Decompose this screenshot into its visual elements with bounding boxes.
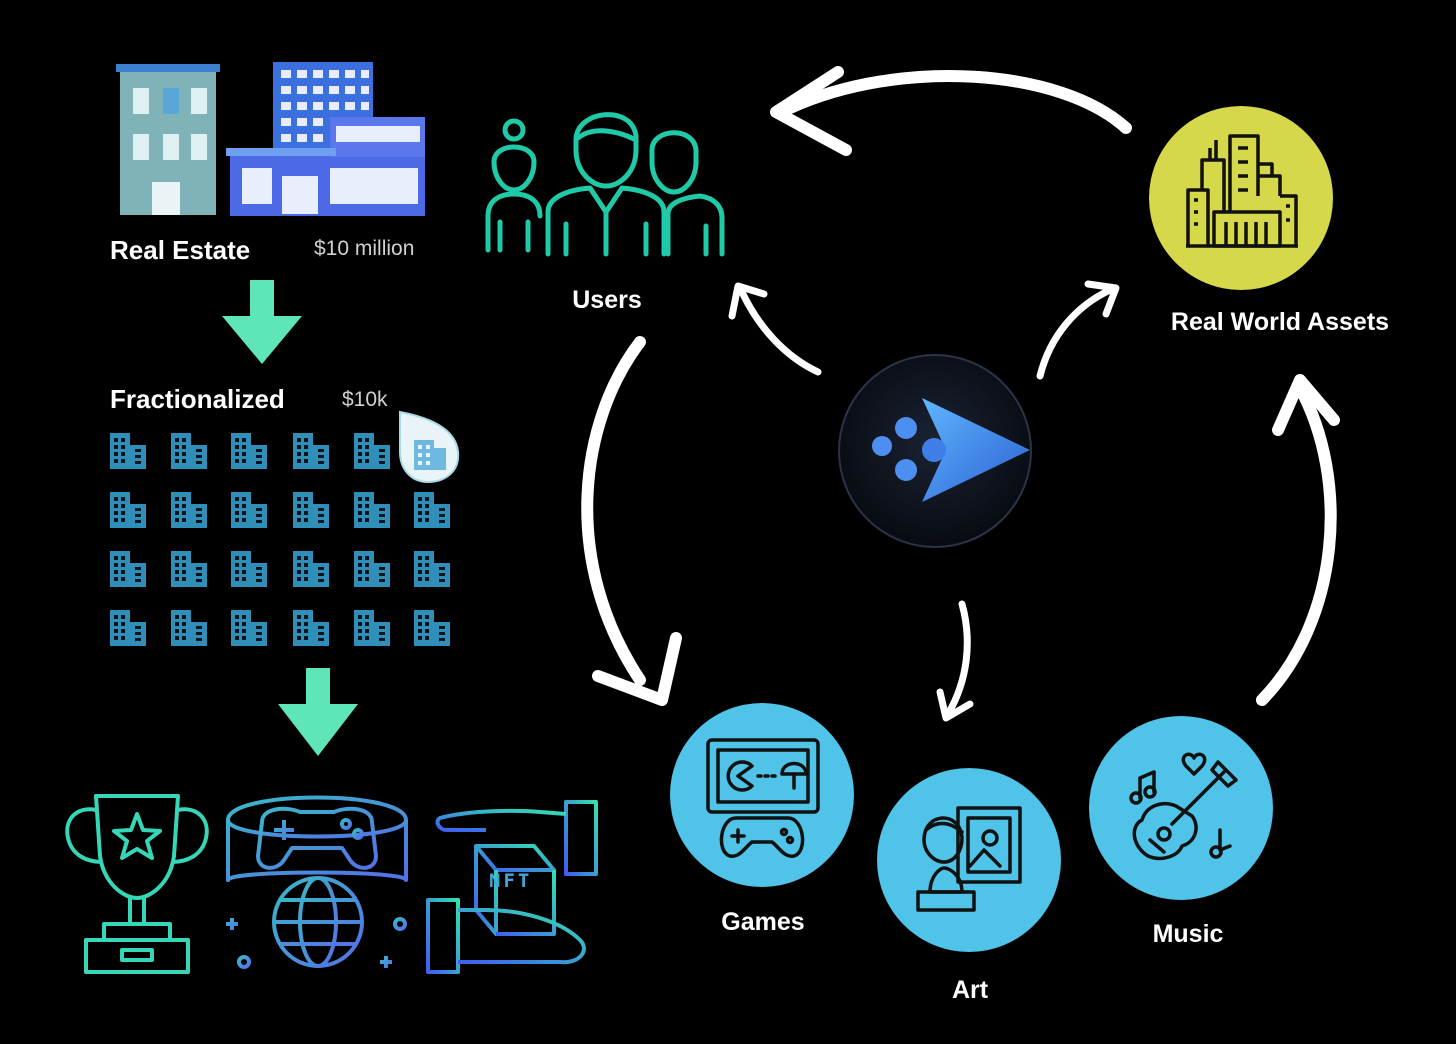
real-estate-value: $10 million [314,237,414,260]
small-building-icon [110,433,146,469]
arrow-hub-to-users [738,288,822,376]
games-label: Games [721,908,804,936]
real-world-assets-node [1149,106,1333,290]
arrow-rwa-to-users [784,70,1132,134]
small-building-icon [231,610,267,646]
music-label: Music [1153,920,1224,948]
game-controller-icon [706,738,820,858]
small-building-icon [354,610,390,646]
small-building-icon [110,492,146,528]
guitar-music-icon [1129,752,1238,861]
cycle-arrows [581,66,1340,722]
small-building-icon [354,433,390,469]
gaming-globe-icon [226,795,408,969]
fractionalized-label: Fractionalized [110,384,285,414]
down-arrow-icon [278,668,358,756]
users-icon [485,112,725,257]
nft-hands-icon [426,800,598,974]
small-building-icon [414,492,450,528]
trophy-icon [65,794,209,974]
small-building-icon [414,551,450,587]
logo-dot-icon [922,438,946,462]
real-estate-illustration [116,62,425,216]
logo-dot-icon [895,459,917,481]
small-building-icon [171,433,207,469]
fraction-grid [110,433,450,646]
nft-badge: NFT [489,870,532,892]
hub-logo [838,354,1032,548]
arrow-hub-to-rwa [1036,286,1114,380]
small-building-icon [171,492,207,528]
logo-dot-icon [895,417,917,439]
fractionalized-value: $10k [342,388,388,411]
music-node [1089,716,1273,900]
real-estate-label: Real Estate [110,235,250,265]
city-buildings-icon [1186,134,1298,248]
users-label: Users [572,286,642,314]
arrow-users-to-games [581,336,646,686]
logo-dot-icon [872,436,892,456]
small-building-icon [231,433,267,469]
small-building-icon [171,610,207,646]
small-building-icon [231,492,267,528]
small-building-icon [293,433,329,469]
arrow-hub-to-art [944,600,971,718]
arrow-music-to-rwa [1256,382,1337,706]
art-label: Art [952,976,989,1004]
down-arrow-icon [222,280,302,364]
small-building-icon [293,551,329,587]
play-triangle-icon [922,398,1030,502]
small-building-icon [293,610,329,646]
small-building-icon [354,551,390,587]
real-world-assets-label: Real World Assets [1171,308,1389,336]
small-building-icon [293,492,329,528]
small-building-icon [414,610,450,646]
small-building-icon [110,551,146,587]
art-gallery-icon [916,806,1022,912]
highlighted-fraction-icon [399,410,460,484]
small-building-icon [231,551,267,587]
small-building-icon [171,551,207,587]
small-building-icon [354,492,390,528]
art-node [877,768,1061,952]
small-building-icon [110,610,146,646]
games-node [670,703,854,887]
